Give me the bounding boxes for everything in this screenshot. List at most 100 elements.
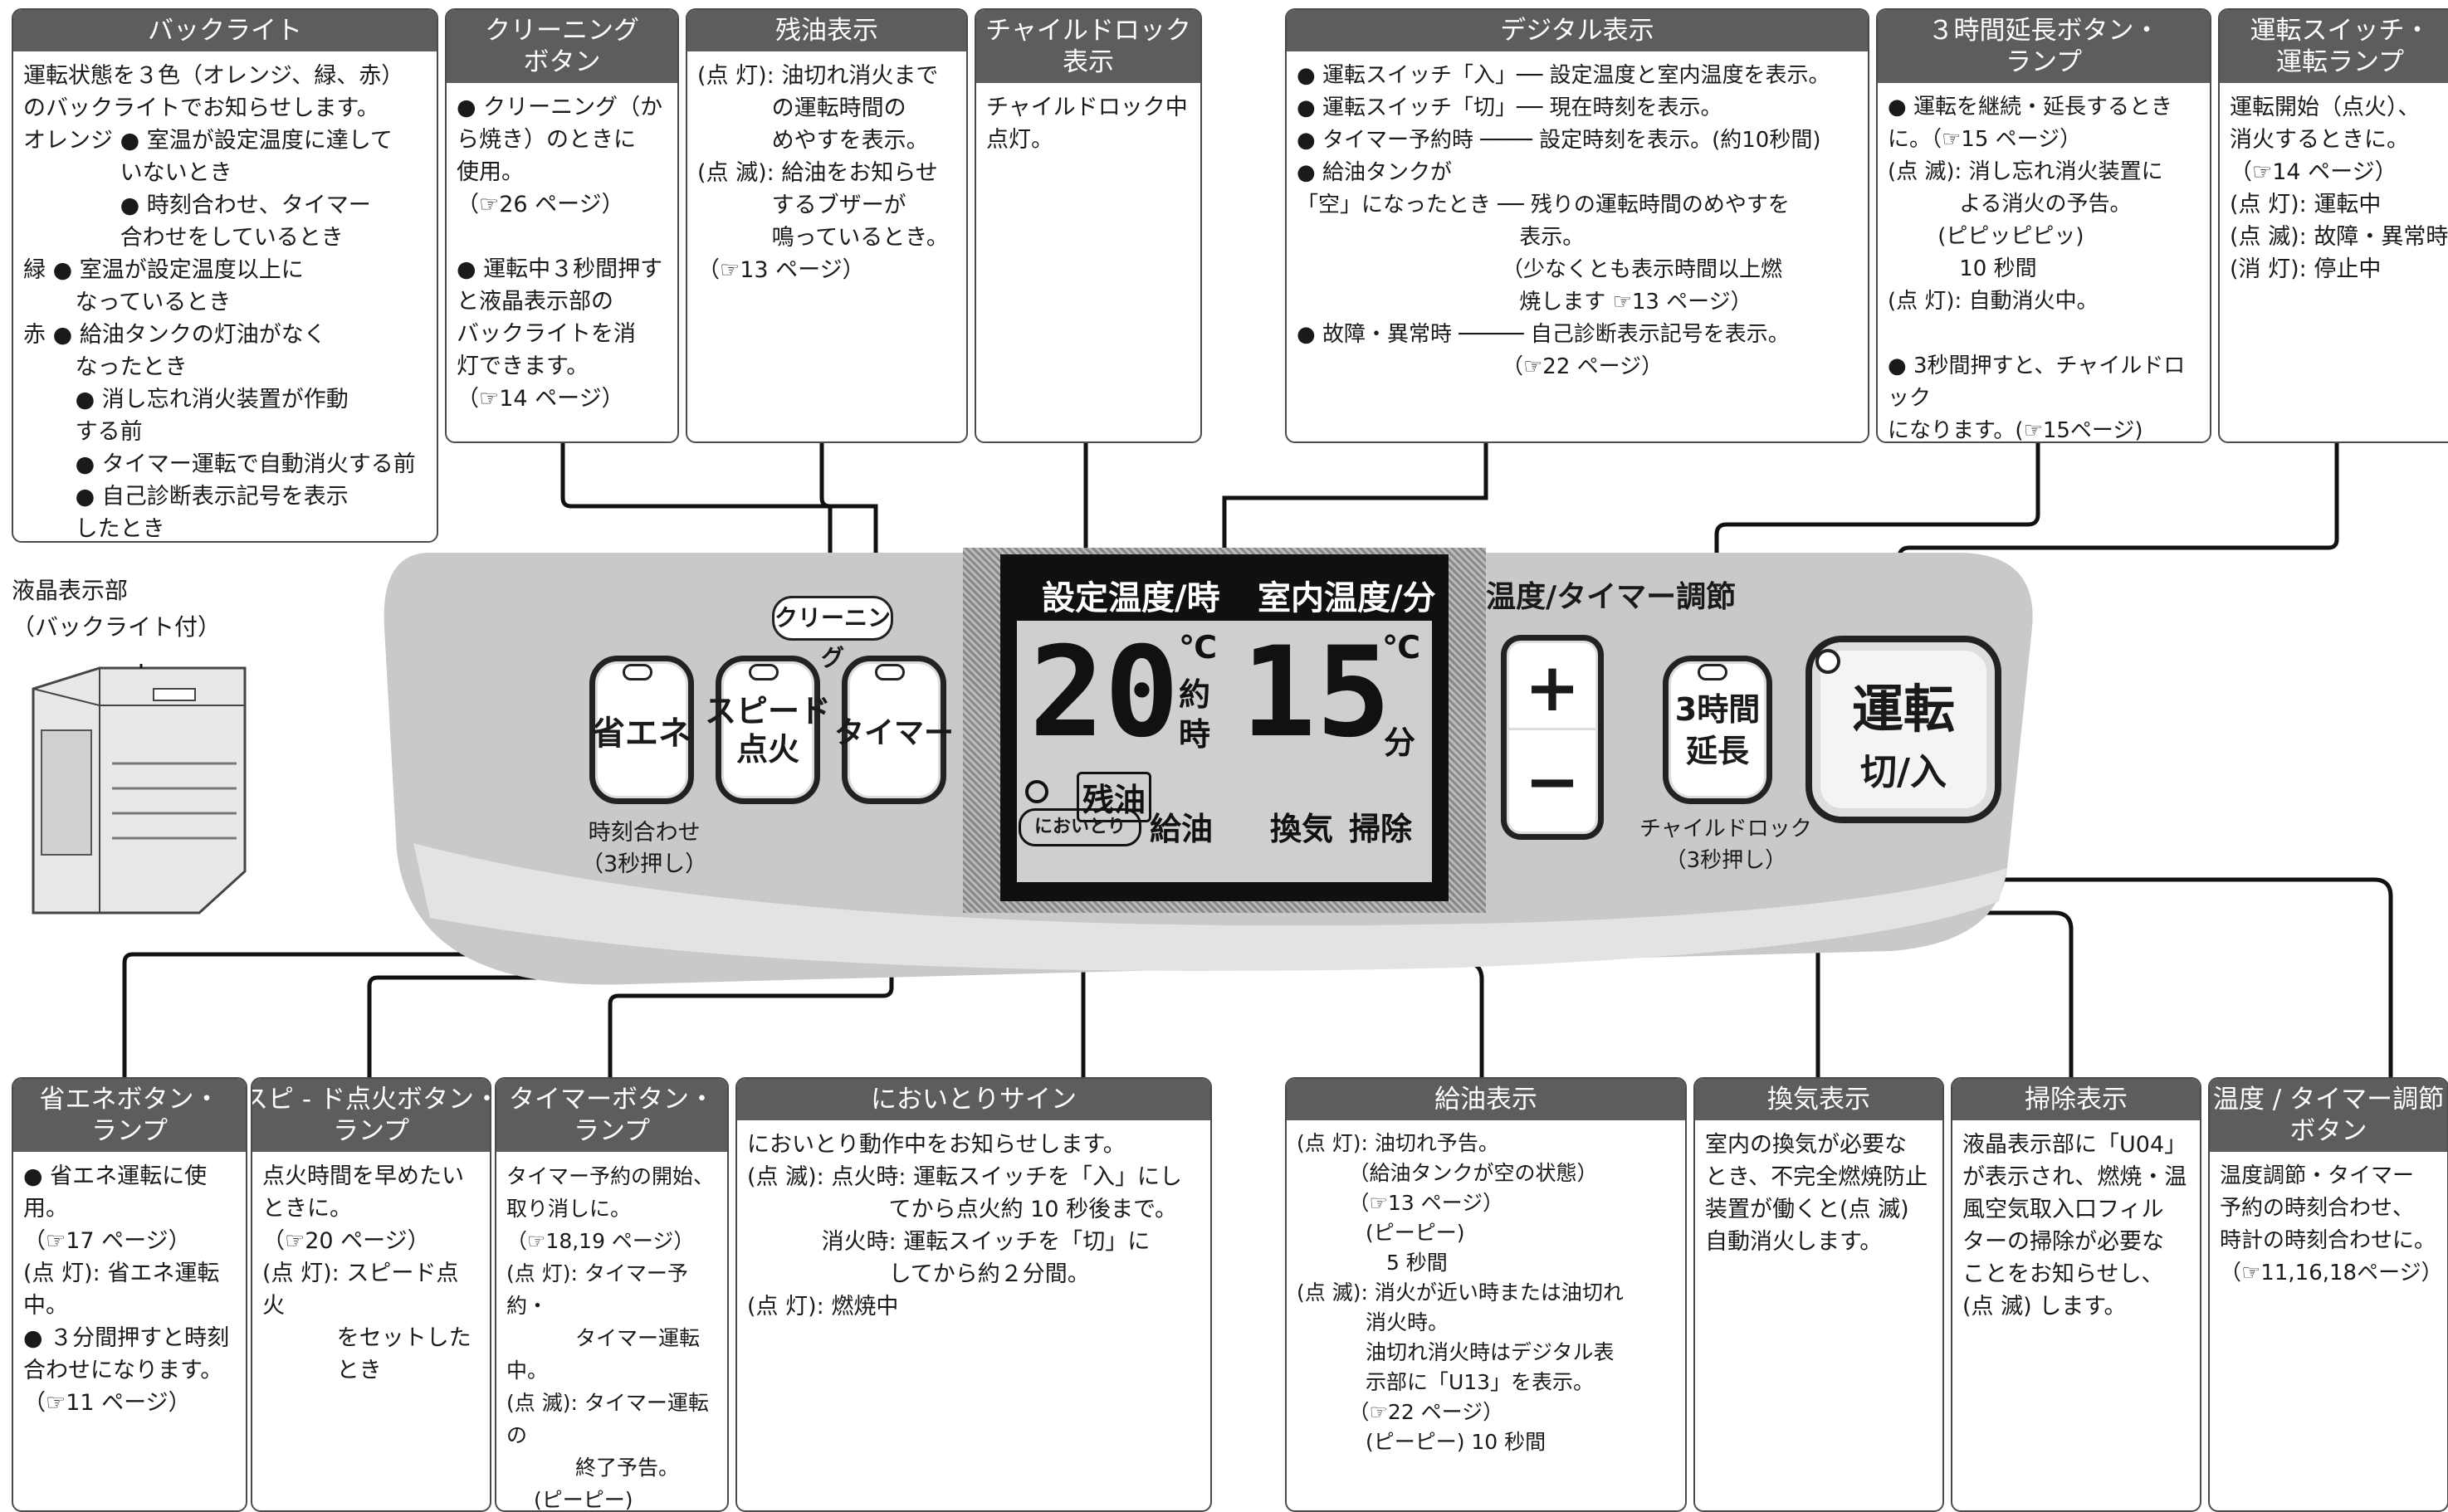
extend-button[interactable]: 3時間 延長 bbox=[1663, 656, 1772, 804]
body-line: ● タイマー予約時 ──── 設定時刻を表示。(約10秒間) bbox=[1297, 128, 1821, 153]
body-line: 10 秒間 bbox=[1888, 256, 2037, 281]
body-line: （給油タンクが空の状態） bbox=[1297, 1161, 1598, 1185]
body-line: するブザーが bbox=[697, 193, 906, 218]
box-residual-title: 残油表示 bbox=[687, 10, 966, 51]
body-line: 「空」になったとき ── 残りの運転時間のめやすを bbox=[1297, 193, 1790, 217]
body-line: (点 滅): 消火が近い時または油切れ bbox=[1297, 1280, 1624, 1305]
body-line: 自動消火します。 bbox=[1705, 1229, 1883, 1255]
body-line: 点火時間を早めたい bbox=[262, 1163, 464, 1189]
adjust-title: 温度/タイマー調節 bbox=[1486, 580, 1737, 614]
body-line: (点 灯): 油切れ予告。 bbox=[1297, 1131, 1499, 1155]
body-line: 室内の換気が必要な bbox=[1705, 1132, 1907, 1158]
body-line: めやすを表示。 bbox=[697, 128, 929, 154]
lcd-ji: 時 bbox=[1179, 716, 1211, 753]
power-label-sub: 切/入 bbox=[1859, 751, 1947, 793]
body-line: (点 滅): タイマー運転の bbox=[506, 1391, 709, 1447]
body-line: なっているとき bbox=[23, 290, 232, 315]
body-line: (点 灯): 燃焼中 bbox=[747, 1294, 899, 1319]
body-line: ターの掃除が必要な bbox=[1962, 1229, 2164, 1255]
lcd-nioi: においとり bbox=[1019, 808, 1141, 846]
body-line: （☞11 ページ） bbox=[23, 1390, 191, 1416]
box-power-title: 運転スイッチ・ 運転ランプ bbox=[2220, 10, 2448, 83]
body-line: してから約２分間。 bbox=[747, 1261, 1090, 1287]
body-line: 灯できます。 bbox=[457, 354, 589, 379]
box-vent: 換気表示 室内の換気が必要なとき、不完全燃焼防止装置が働くと(点 滅)自動消火し… bbox=[1693, 1077, 1944, 1512]
lcd-room-value: 15 bbox=[1241, 621, 1391, 765]
body-line: ● 3秒間押すと、チャイルドロック bbox=[1888, 354, 2186, 411]
lcd-room-header: 室内温度/分 bbox=[1258, 579, 1436, 617]
body-line: 合わせになります。 bbox=[23, 1358, 223, 1383]
power-button[interactable]: 運転 切/入 bbox=[1805, 636, 2001, 823]
body-line: （☞22 ページ） bbox=[1297, 354, 1664, 379]
lcd-set-value: 20 bbox=[1029, 621, 1180, 765]
body-line: （☞13 ページ） bbox=[1297, 1191, 1504, 1215]
body-line: 温度調節・タイマー bbox=[2220, 1163, 2415, 1188]
cleaning-tag: クリーニング bbox=[772, 596, 893, 671]
body-line: 油切れ消火時はデジタル表 bbox=[1297, 1340, 1615, 1364]
body-line: (点 滅): 消し忘れ消火装置に bbox=[1888, 159, 2163, 184]
body-line: 表示。 bbox=[1297, 225, 1585, 250]
body-line: （☞22 ページ） bbox=[1297, 1400, 1504, 1424]
box-tempadj: 温度 / タイマー調節 ボタン 温度調節・タイマー予約の時刻合わせ、時計の時刻合… bbox=[2208, 1077, 2448, 1512]
lcd-fun: 分 bbox=[1384, 724, 1416, 761]
box-odor-title: においとりサイン bbox=[737, 1079, 1210, 1120]
timer-button[interactable]: タイマー bbox=[834, 656, 954, 804]
lcd-celsius-room: ℃ bbox=[1382, 629, 1421, 666]
body-line: (点 滅) します。 bbox=[1962, 1294, 2127, 1319]
body-line: 点灯。 bbox=[986, 127, 1053, 153]
box-refuel-title: 給油表示 bbox=[1287, 1079, 1685, 1120]
body-line: 風空気取入口フィル bbox=[1962, 1197, 2164, 1222]
body-line: 焼します ☞13 ページ） bbox=[1297, 290, 1752, 315]
body-line: (点 滅): 給油をお知らせ bbox=[697, 160, 938, 186]
box-speed-body: 点火時間を早めたいときに。（☞20 ページ）(点 灯): スピード点火 をセット… bbox=[252, 1152, 490, 1395]
body-line: タイマー予約の開始、 bbox=[506, 1164, 715, 1188]
body-line: ときに。 bbox=[262, 1196, 352, 1222]
body-line bbox=[457, 221, 667, 253]
body-line: 運転開始（点火）、 bbox=[2230, 95, 2421, 120]
eco-button[interactable]: 省エネ bbox=[589, 656, 694, 804]
box-refuel: 給油表示 (点 灯): 油切れ予告。 （給油タンクが空の状態） （☞13 ページ… bbox=[1285, 1077, 1687, 1512]
box-eco-body: ● 省エネ運転に使用。（☞17 ページ）(点 灯): 省エネ運転中。● ３分間押… bbox=[13, 1152, 246, 1427]
body-line: とき、不完全燃焼防止 bbox=[1705, 1164, 1928, 1190]
lcd-celsius-set: ℃ bbox=[1179, 629, 1218, 666]
body-line: 緑 ● 室温が設定温度以上に bbox=[23, 257, 304, 283]
box-timer-title: タイマーボタン・ ランプ bbox=[496, 1079, 727, 1152]
box-eco-title: 省エネボタン・ ランプ bbox=[13, 1079, 246, 1152]
body-line: （☞11,16,18ページ） bbox=[2220, 1261, 2443, 1285]
box-timer: タイマーボタン・ ランプ タイマー予約の開始、取り消しに。（☞18,19 ページ… bbox=[495, 1077, 729, 1512]
leader-cleaning bbox=[560, 440, 833, 596]
body-line: （少なくとも表示時間以上燃 bbox=[1297, 257, 1783, 282]
body-line: (ピピッピピッ) bbox=[1888, 224, 2084, 249]
body-line: する前 bbox=[23, 419, 143, 445]
box-odor-body: においとり動作中をお知らせします。(点 滅): 点火時: 運転スイッチを「入」に… bbox=[737, 1120, 1210, 1331]
body-line: バックライトを消 bbox=[457, 321, 636, 347]
body-line: 終了予告。 bbox=[506, 1456, 679, 1480]
body-line: （☞13 ページ） bbox=[697, 257, 865, 283]
power-label-main: 運転 bbox=[1851, 679, 1955, 739]
body-line: 液晶表示部に「U04」 bbox=[1962, 1132, 2187, 1158]
body-line: ● 給油タンクが bbox=[1297, 160, 1452, 185]
body-line: 赤 ● 給油タンクの灯油がなく bbox=[23, 322, 326, 348]
box-odor: においとりサイン においとり動作中をお知らせします。(点 滅): 点火時: 運転… bbox=[735, 1077, 1212, 1512]
box-speed-title: スピ - ド点火ボタン・ ランプ bbox=[252, 1079, 490, 1152]
body-line: 消火するときに。 bbox=[2230, 127, 2409, 153]
power-lamp bbox=[1815, 649, 1840, 674]
leader-extend bbox=[1714, 440, 2040, 664]
body-line: ● 運転スイッチ「切」── 現在時刻を表示。 bbox=[1297, 95, 1722, 120]
body-line: てから点火約 10 秒後まで。 bbox=[747, 1197, 1178, 1222]
body-line: に。（☞15 ページ） bbox=[1888, 127, 2082, 152]
body-line: ● 省エネ運転に使用。 bbox=[23, 1163, 208, 1222]
box-clean: 掃除表示 液晶表示部に「U04」が表示され、燃焼・温風空気取入口フィルターの掃除… bbox=[1951, 1077, 2201, 1512]
body-line: 示部に「U13」を表示。 bbox=[1297, 1370, 1595, 1394]
box-digital-body: ● 運転スイッチ「入」── 設定温度と室内温度を表示。● 運転スイッチ「切」──… bbox=[1287, 51, 1868, 392]
body-line: ● 消し忘れ消火装置が作動 bbox=[23, 387, 349, 412]
minus-button[interactable]: − bbox=[1501, 728, 1604, 840]
box-childlock-body: チャイルドロック中点灯。 bbox=[976, 83, 1200, 164]
box-childlock-title: チャイルドロック表示 bbox=[976, 10, 1200, 83]
box-power: 運転スイッチ・ 運転ランプ 運転開始（点火）、消火するときに。（☞14 ページ）… bbox=[2218, 8, 2448, 443]
plus-button[interactable]: + bbox=[1501, 635, 1604, 737]
body-line: 運転状態を３色（オレンジ、緑、赤） bbox=[23, 63, 404, 89]
box-timer-body: タイマー予約の開始、取り消しに。（☞18,19 ページ）(点 灯): タイマー予… bbox=[496, 1152, 727, 1510]
box-childlock: チャイルドロック表示 チャイルドロック中点灯。 bbox=[975, 8, 1202, 443]
speed-button[interactable]: スピード 点火 bbox=[705, 656, 831, 804]
